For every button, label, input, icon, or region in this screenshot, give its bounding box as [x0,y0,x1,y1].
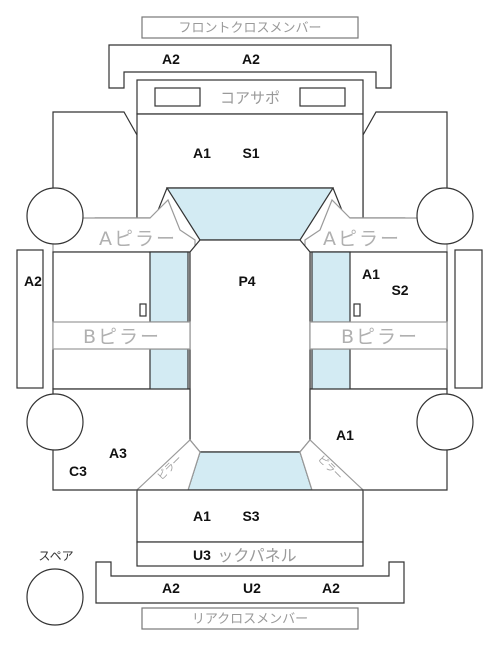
front-cross-member-box [141,16,359,39]
rear-cross-member [95,561,405,604]
left-side-strip [16,249,44,389]
right-side-strip [454,249,483,389]
trunk-lid [136,489,364,543]
left-front-window [149,251,189,323]
left-front-door-handle [139,303,147,317]
rear-window [187,451,313,491]
b-pillar-right [309,321,448,350]
b-pillar-right-label: Bピラー [341,326,419,348]
grade-rear-s3: S3 [242,508,259,524]
grade-right-rear-a1: A1 [336,427,354,443]
rear-cross-member-label: リアクロスメンバー [192,612,308,627]
right-front-door-handle [353,303,361,317]
front-left-wheel [26,187,84,245]
windshield [165,187,335,241]
back-panel [136,541,364,567]
rear-right-wheel [416,393,474,451]
grade-rear-member-center: U2 [243,580,261,596]
grade-rear-member-right: A2 [322,580,340,596]
grade-rear-member-left: A2 [162,580,180,596]
front-cross-member [108,44,392,89]
grade-front-member-left: A2 [162,51,180,67]
b-pillar-left [52,321,191,350]
a-pillar-right-label: Aピラー [323,228,401,250]
front-right-wheel [416,187,474,245]
grade-rear-u3: U3 [193,547,211,563]
b-pillar-left-label: Bピラー [83,326,161,348]
spare-tire [26,568,84,626]
core-support-label: コアサポ [220,89,280,107]
grade-left-rear-a3: A3 [109,445,127,461]
grade-front-member-right: A2 [242,51,260,67]
grade-front-s1: S1 [242,145,259,161]
grade-right-a1: A1 [362,266,380,282]
grade-left-rear-c3: C3 [69,463,87,479]
front-cross-member-label: フロントクロスメンバー [178,21,321,36]
grade-rear-a1: A1 [193,508,211,524]
left-headlight [154,87,201,107]
right-front-window [311,251,351,323]
roof [189,239,311,453]
spare-label: スペア [38,549,73,563]
right-headlight [299,87,346,107]
a-pillar-left-label: Aピラー [99,228,177,250]
grade-left-side: A2 [24,273,42,289]
grade-front-a1: A1 [193,145,211,161]
grade-right-s2: S2 [391,282,408,298]
rear-cross-member-box [141,607,359,630]
back-panel-label: ックパネル [217,546,296,565]
rear-left-wheel [26,393,84,451]
grade-roof: P4 [238,273,255,289]
